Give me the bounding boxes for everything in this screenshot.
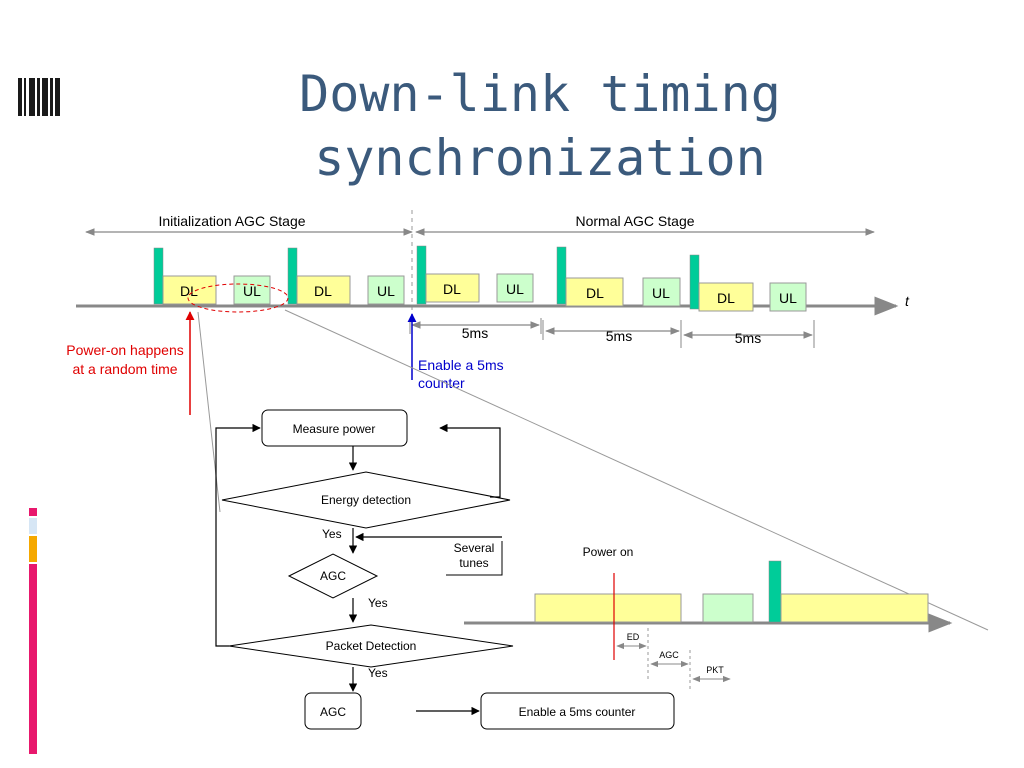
enable-counter-box — [480, 692, 675, 730]
enable-label-line1: Enable a 5ms — [418, 357, 504, 373]
detail-pilot-burst — [768, 560, 782, 623]
several-tunes-bracket — [446, 541, 503, 576]
dl-label: DL — [586, 285, 604, 301]
ul-label: UL — [506, 281, 524, 297]
ul-slot — [496, 273, 534, 303]
measure-power-label: Measure power — [293, 422, 376, 436]
agc-interval-label: AGC — [659, 650, 679, 660]
pilot-burst — [287, 247, 298, 305]
agc-diamond-label: AGC — [320, 569, 346, 583]
restart-arrow — [215, 423, 261, 647]
time-axis-label: t — [905, 293, 910, 309]
ul-slot — [233, 275, 271, 305]
ul-label: UL — [779, 290, 797, 306]
slide-title-line2: synchronization — [314, 129, 766, 187]
dl-label: DL — [717, 290, 735, 306]
dl-label: DL — [443, 281, 461, 297]
dl-slot — [162, 275, 217, 305]
dl-label: DL — [314, 283, 332, 299]
packet-detection-diamond — [228, 624, 514, 668]
power-on-label-line1: Power-on happens — [66, 342, 184, 358]
enable-counter-label: Enable a 5ms counter — [519, 705, 636, 719]
yes-label: Yes — [368, 666, 388, 680]
ul-slot — [769, 282, 807, 312]
pilot-burst — [153, 247, 164, 305]
dl-slot — [296, 275, 351, 305]
ul-label: UL — [243, 283, 261, 299]
dl-slot — [565, 277, 624, 307]
measure-power-box — [261, 409, 408, 447]
detail-dl-slot — [534, 593, 682, 623]
slide-title: Down-link timing synchronization — [260, 62, 820, 190]
agc-diamond — [287, 553, 379, 599]
ul-slot — [367, 275, 405, 305]
five-ms-label: 5ms — [735, 330, 761, 346]
yes-label: Yes — [368, 596, 388, 610]
ul-label: UL — [377, 283, 395, 299]
power-on-detail-label: Power on — [583, 545, 634, 559]
energy-detection-diamond — [221, 471, 511, 529]
agc-box-label: AGC — [320, 705, 346, 719]
normal-stage-label: Normal AGC Stage — [575, 213, 694, 229]
dl-slot — [425, 273, 480, 303]
pilot-burst — [689, 254, 700, 310]
bars-logo-icon — [18, 78, 60, 116]
ed-label: ED — [627, 632, 640, 642]
ul-label: UL — [652, 285, 670, 301]
slide-title-line1: Down-link timing — [299, 65, 781, 123]
packet-detection-label: Packet Detection — [326, 639, 417, 653]
several-tunes-line1: Several — [454, 541, 495, 555]
yes-label: Yes — [322, 527, 342, 541]
five-ms-label: 5ms — [606, 328, 632, 344]
pkt-label: PKT — [706, 665, 724, 675]
several-tunes-line2: tunes — [459, 556, 488, 570]
agc-box — [304, 692, 362, 730]
detail-dl-slot — [780, 593, 929, 623]
zoom-line-left — [197, 311, 221, 513]
init-stage-label: Initialization AGC Stage — [158, 213, 305, 229]
five-ms-measure: 5ms — [542, 320, 682, 348]
dl-slot — [698, 282, 754, 312]
five-ms-measure: 5ms — [683, 320, 815, 348]
random-time-highlight — [187, 283, 289, 313]
energy-detection-label: Energy detection — [321, 493, 411, 507]
side-decoration — [29, 508, 37, 754]
zoom-line-right — [284, 309, 989, 631]
retry-arrow — [439, 423, 501, 498]
five-ms-label: 5ms — [462, 325, 488, 341]
pilot-burst — [416, 245, 427, 305]
detail-ul-slot — [702, 593, 754, 623]
five-ms-measure: 5ms — [409, 318, 542, 341]
ul-slot — [642, 277, 681, 307]
power-on-label-line2: at a random time — [72, 361, 177, 377]
pilot-burst — [556, 246, 567, 305]
dl-label: DL — [180, 283, 198, 299]
